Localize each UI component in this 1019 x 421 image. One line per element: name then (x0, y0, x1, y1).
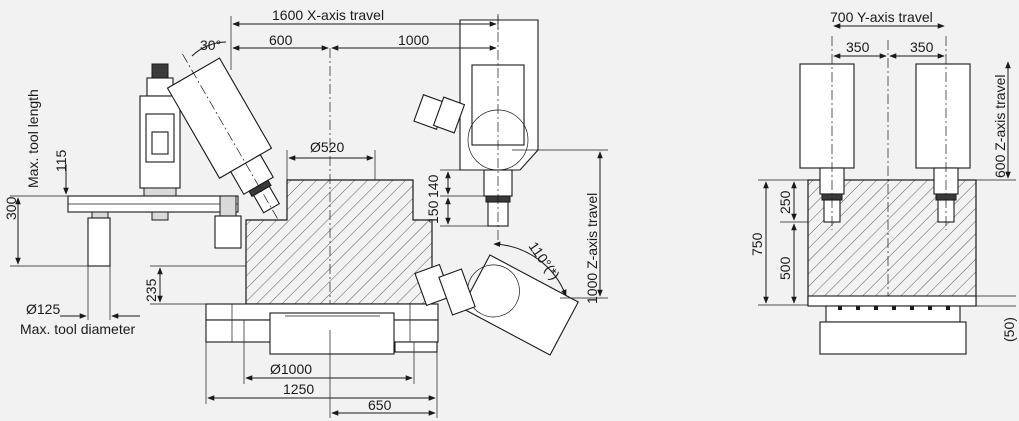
dim-600-label: 600 (269, 32, 293, 48)
angle-110-label: 110°(*) (526, 239, 564, 283)
x-axis-travel-label: 1600 X-axis travel (272, 7, 384, 23)
max-tool-length-label: Max. tool length (25, 89, 41, 188)
dim-150-label: 150 (425, 200, 441, 224)
dia-1000-label: Ø1000 (270, 361, 312, 377)
y-axis-travel-label: 700 Y-axis travel (830, 9, 933, 25)
dim-750-label: 750 (749, 232, 765, 256)
side-spindle-left (799, 36, 855, 230)
dim-tool-length (10, 164, 90, 267)
dim-235-label: 235 (143, 278, 159, 302)
rotary-table-base (205, 303, 439, 355)
dim-140-label: 140 (425, 174, 441, 198)
dim-115-label: 115 (53, 149, 69, 172)
spindle-head-tilted (166, 53, 281, 219)
dim-650-label: 650 (368, 397, 392, 413)
max-tool-diameter-label: Max. tool diameter (20, 321, 135, 337)
front-view: 1600 X-axis travel 600 1000 30° 300 Max.… (3, 7, 608, 418)
spindle-head-vertical (413, 14, 539, 240)
dia-125-label: Ø125 (26, 301, 60, 317)
dim-350-left-label: 350 (846, 39, 870, 55)
dim-300-label: 300 (3, 196, 19, 220)
dim-250-label: 250 (777, 190, 793, 214)
dim-1000-top-label: 1000 (398, 32, 429, 48)
tool-magazine (67, 63, 242, 267)
dim-350-right-label: 350 (910, 39, 934, 55)
dim-50-label: (50) (1001, 317, 1017, 342)
dim-x-travel (230, 16, 499, 70)
dia-520-label: Ø520 (310, 139, 344, 155)
side-view: 700 Y-axis travel 350 350 600 Z-axis tra… (749, 9, 1017, 355)
side-table (807, 295, 977, 355)
side-z-axis-travel-label: 600 Z-axis travel (992, 75, 1008, 178)
dim-500-label: 500 (777, 256, 793, 280)
dim-1250-label: 1250 (283, 381, 314, 397)
side-spindle-right (915, 36, 971, 230)
z-axis-travel-label: 1000 Z-axis travel (584, 193, 600, 304)
